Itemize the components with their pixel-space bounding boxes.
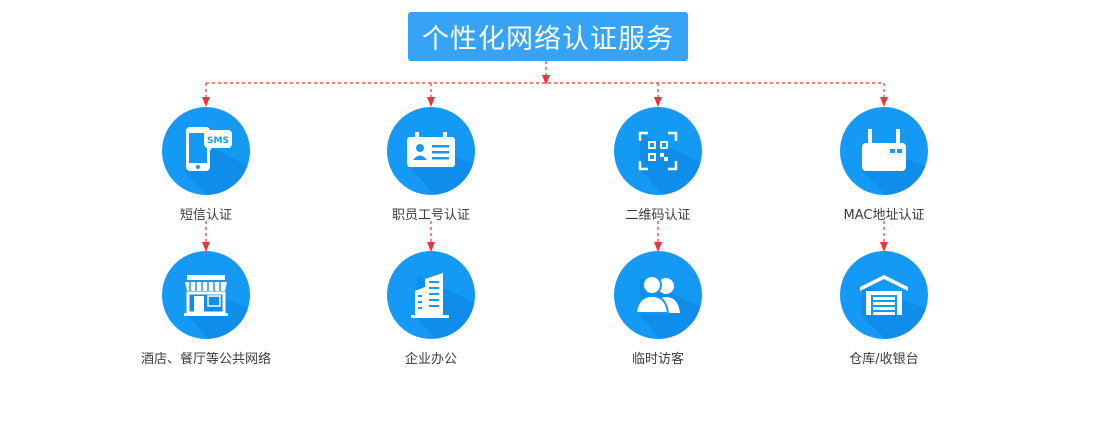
node-employee-auth: 职员工号认证 [341,107,521,223]
visitors-icon [614,251,702,339]
node-label: 仓库/收银台 [849,352,919,367]
node-sms-auth: SMS 短信认证 [116,107,296,223]
qr-code-icon [614,107,702,195]
node-label: 企业办公 [404,352,457,367]
node-mac-auth: MAC地址认证 [794,107,974,223]
node-label: 职员工号认证 [391,208,470,223]
node-qr-auth: 二维码认证 [568,107,748,223]
node-label: 二维码认证 [625,208,691,223]
router-icon [840,107,928,195]
sms-icon-text: SMS [207,136,229,146]
node-public-network: 酒店、餐厅等公共网络 [116,251,296,367]
node-warehouse-cashier: 仓库/收银台 [794,251,974,367]
node-label: MAC地址认证 [843,208,925,223]
sms-phone-icon: SMS [162,107,250,195]
storefront-icon [162,251,250,339]
office-building-icon [387,251,475,339]
page-title: 个性化网络认证服务 [408,12,688,61]
employee-badge-icon [387,107,475,195]
node-label: 酒店、餐厅等公共网络 [140,352,271,367]
node-temporary-visitors: 临时访客 [568,251,748,367]
warehouse-icon [840,251,928,339]
node-label: 临时访客 [631,352,684,367]
node-enterprise-office: 企业办公 [341,251,521,367]
node-label: 短信认证 [179,208,232,223]
